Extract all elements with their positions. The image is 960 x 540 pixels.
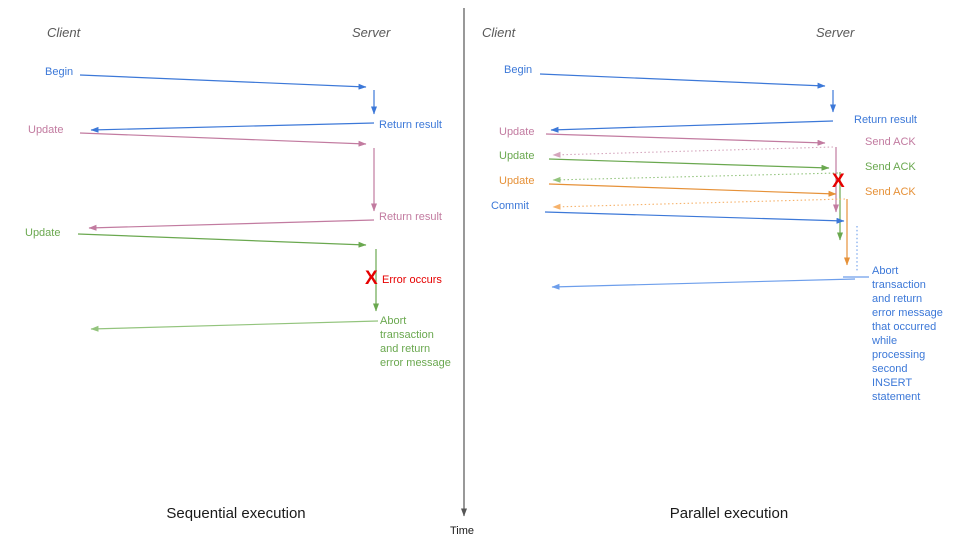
left-update2-flow bbox=[77, 233, 379, 332]
right-update1-flow bbox=[545, 133, 839, 213]
left-update2-label: Update bbox=[25, 227, 61, 239]
left-error-label: Error occurs bbox=[382, 274, 442, 286]
right-update2-flow bbox=[548, 158, 843, 241]
left-server-header: Server bbox=[352, 25, 391, 40]
right-begin-flow bbox=[539, 73, 836, 133]
right-return-result-label: Return result bbox=[854, 114, 917, 126]
left-return-result2-label: Return result bbox=[379, 211, 442, 223]
right-commit-label: Commit bbox=[491, 200, 529, 212]
left-update1-flow bbox=[79, 132, 377, 231]
left-return-result1-label: Return result bbox=[379, 119, 442, 131]
left-update1-label: Update bbox=[28, 124, 64, 136]
left-panel-title: Sequential execution bbox=[166, 505, 306, 522]
right-send-ack2-label: Send ACK bbox=[865, 161, 916, 173]
time-axis-label: Time bbox=[450, 525, 475, 537]
left-abort-label: Abort transaction and return error messa… bbox=[380, 315, 451, 369]
right-update3-flow bbox=[548, 183, 850, 266]
right-update1-label: Update bbox=[499, 126, 535, 138]
left-begin-flow bbox=[79, 74, 377, 133]
right-send-ack3-label: Send ACK bbox=[865, 186, 916, 198]
left-error-x-icon: X bbox=[365, 268, 378, 289]
right-update2-label: Update bbox=[499, 150, 535, 162]
right-begin-label: Begin bbox=[504, 64, 533, 76]
right-error-x-icon: X bbox=[832, 171, 845, 192]
left-begin-label: Begin bbox=[45, 66, 74, 78]
left-client-header: Client bbox=[47, 25, 81, 40]
right-client-header: Client bbox=[482, 25, 516, 40]
right-panel-title: Parallel execution bbox=[669, 505, 789, 522]
right-send-ack1-label: Send ACK bbox=[865, 136, 916, 148]
right-abort-label: Abort transaction and return error messa… bbox=[872, 265, 943, 403]
right-update3-label: Update bbox=[499, 175, 535, 187]
right-server-header: Server bbox=[816, 25, 855, 40]
right-commit-flow bbox=[544, 211, 869, 290]
